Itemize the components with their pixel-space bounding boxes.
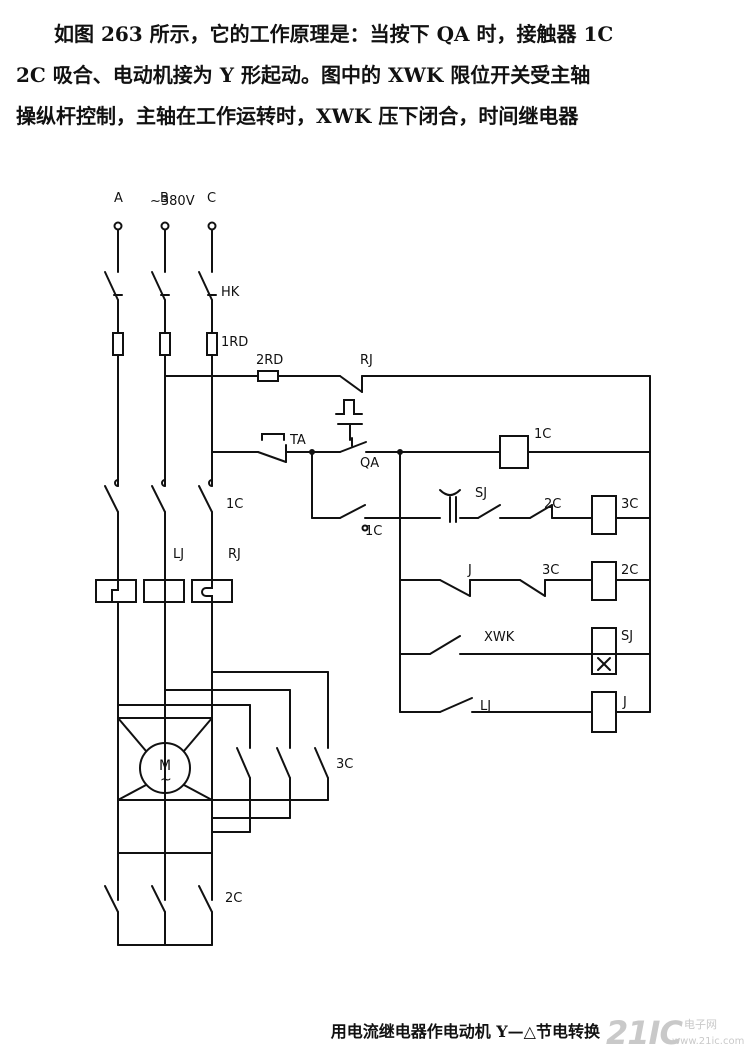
fuse-2rd	[257, 370, 279, 382]
lj-coil-label: LJ	[173, 547, 184, 562]
hk-switch	[104, 271, 217, 301]
watermark-logo: 21IC 电子网 www.21ic.com	[606, 1014, 747, 1054]
coil-j	[591, 691, 617, 733]
contact-1c-aux-label: 1C	[365, 524, 382, 539]
contactor-2c-main	[104, 885, 213, 913]
coil-1c	[499, 435, 529, 469]
qa-start-button	[339, 437, 367, 453]
coil-3c	[591, 495, 617, 535]
coil-2c-label: 2C	[621, 563, 638, 578]
phase-a-label: A	[114, 191, 123, 206]
c2-contact-label: 2C	[544, 497, 561, 512]
nc-2c-contact	[529, 504, 553, 519]
hk-label: HK	[221, 285, 240, 300]
qa-label: QA	[360, 456, 379, 471]
rj-top-label: RJ	[360, 353, 373, 368]
phase-c-label: C	[207, 191, 216, 206]
paragraph-line-2: 2C 吸合、电动机接为 Y 形起动。图中的 XWK 限位开关受主轴	[16, 63, 591, 87]
j-contact	[439, 579, 471, 597]
paragraph-line-3: 操纵杆控制，主轴在工作运转时，XWK 压下闭合，时间继电器	[16, 104, 579, 128]
2rd-label: 2RD	[256, 353, 283, 368]
sj-contact-label: SJ	[475, 486, 487, 501]
1rd-label: 1RD	[221, 335, 248, 350]
coil-sj	[591, 627, 617, 675]
overload-heaters	[95, 579, 233, 603]
phase-b-label: B	[160, 191, 169, 206]
sj-timed-contact	[439, 489, 501, 523]
paragraph-line-1: 如图 263 所示，它的工作原理是：当按下 QA 时，接触器 1C	[54, 22, 614, 46]
watermark-site: www.21ic.com	[672, 1036, 745, 1047]
terminal-c	[207, 221, 217, 231]
contactor-1c-main	[104, 479, 213, 513]
supply-label: ~380V	[150, 194, 195, 209]
watermark-brand: 21IC	[606, 1014, 683, 1052]
lj-contact-label: LJ	[480, 699, 491, 714]
xwk-label: XWK	[484, 630, 515, 645]
ta-label: TA	[289, 433, 306, 448]
terminal-b	[160, 221, 170, 231]
xwk-limit-switch	[429, 635, 461, 655]
coil-j-label: J	[622, 695, 627, 710]
aux-1c-contact	[339, 504, 366, 519]
rj-nc-contact	[339, 375, 363, 393]
ta-stop-button	[257, 433, 287, 463]
c3-contact-label: 3C	[542, 563, 559, 578]
motor-tilde-label: ~	[160, 772, 172, 788]
rj-heater-label: RJ	[228, 547, 241, 562]
contactor-3c-main	[236, 747, 329, 779]
rj-thermal-symbol	[335, 399, 363, 415]
c3-main-label: 3C	[336, 757, 353, 772]
motor-m-label: M	[159, 758, 171, 774]
watermark-sub: 电子网	[684, 1018, 717, 1031]
fuse-1rd	[112, 332, 218, 356]
intro-paragraph: 如图 263 所示，它的工作原理是：当按下 QA 时，接触器 1C 2C 吸合、…	[0, 14, 747, 137]
j-contact-label: J	[467, 563, 472, 578]
nc-3c-contact	[519, 579, 546, 597]
coil-1c-label: 1C	[534, 427, 551, 442]
terminal-a	[113, 221, 123, 231]
c2-main-label: 2C	[225, 891, 242, 906]
coil-2c	[591, 561, 617, 601]
coil-3c-label: 3C	[621, 497, 638, 512]
figure-caption: 用电流继电器作电动机 Y—△节电转换	[330, 1022, 600, 1041]
contact-1c-main-label: 1C	[226, 497, 243, 512]
coil-sj-label: SJ	[621, 629, 633, 644]
lj-contact	[439, 697, 473, 713]
